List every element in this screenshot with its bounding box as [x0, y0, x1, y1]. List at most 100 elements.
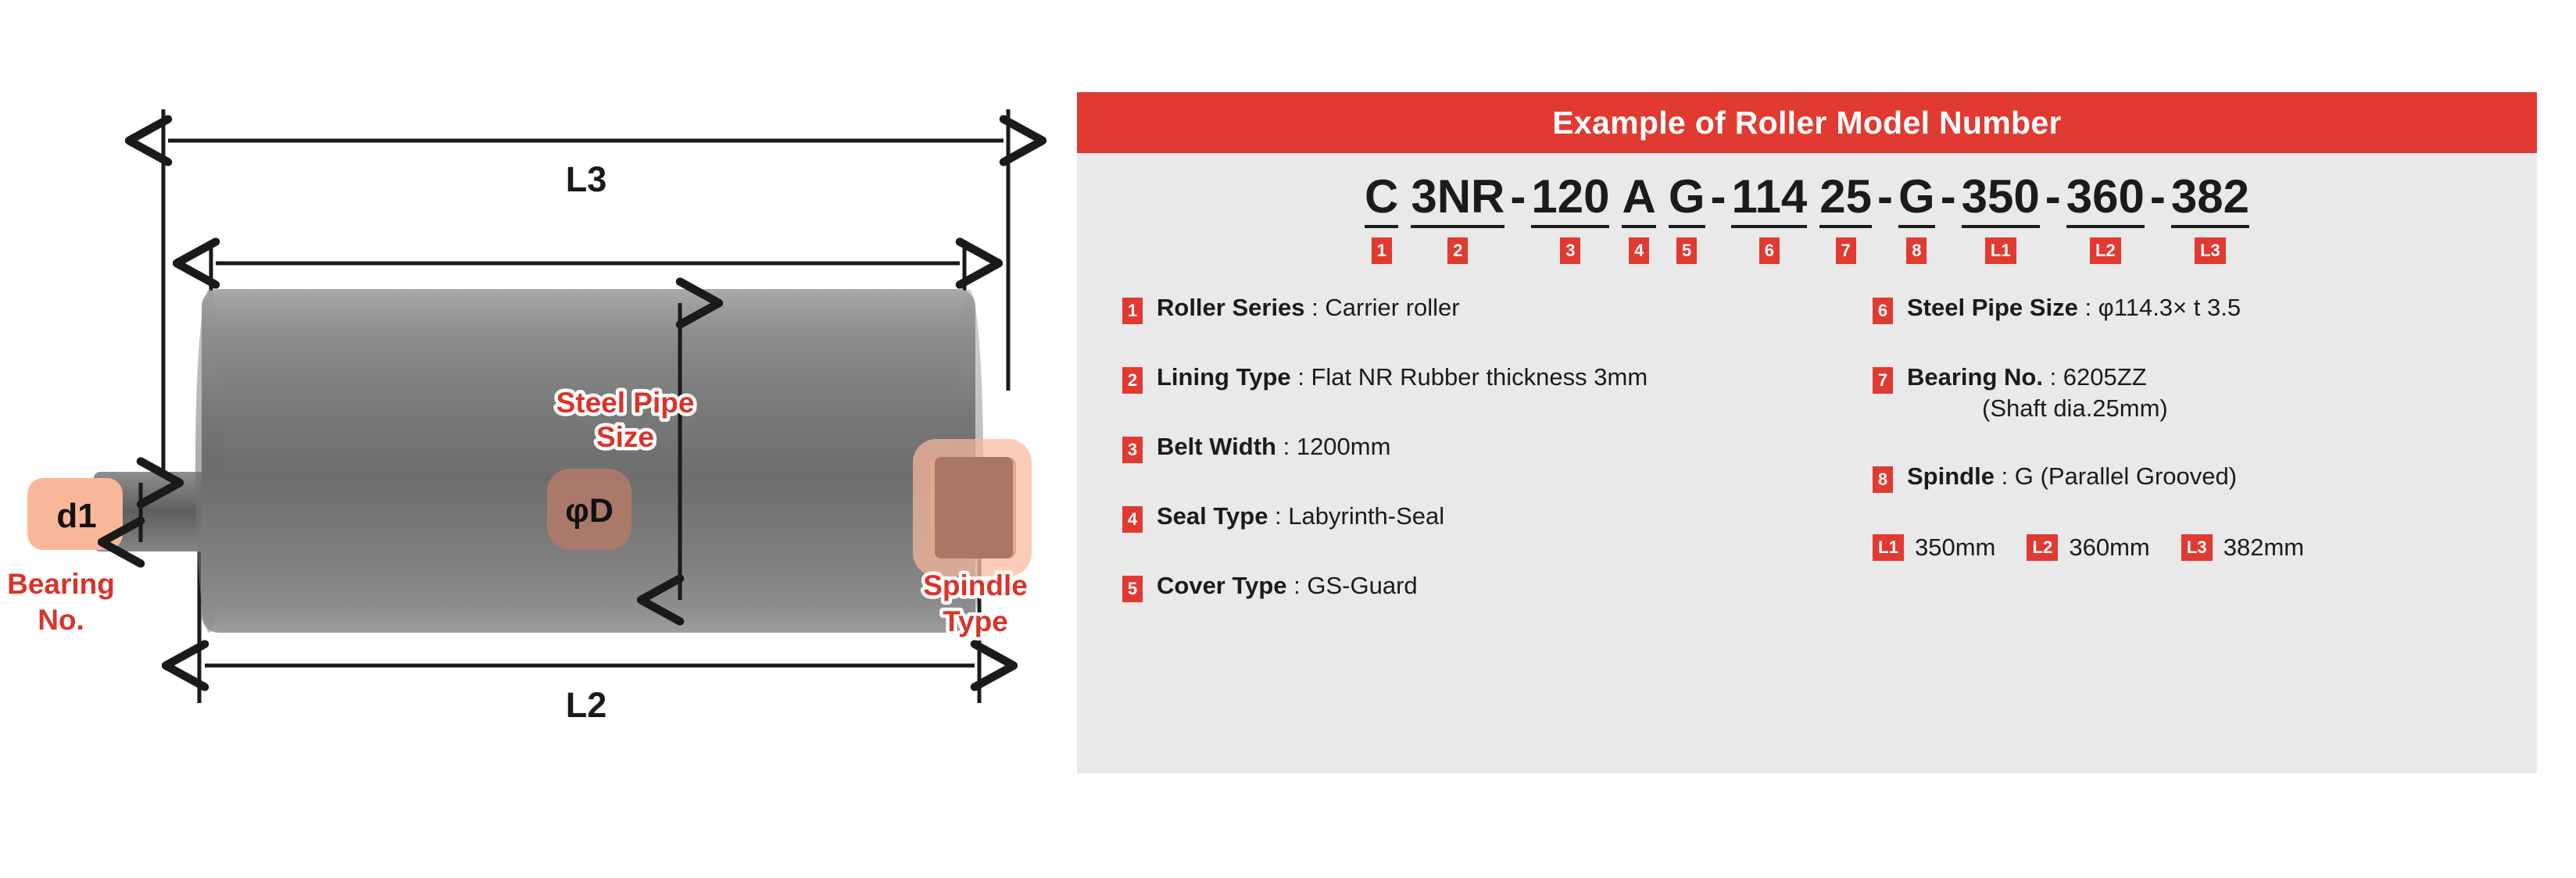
model-segment: 120 3: [1531, 170, 1610, 264]
model-separator: -: [1510, 170, 1526, 223]
callout-steel-pipe-size: Steel Pipe Size: [553, 384, 698, 457]
model-segment-text: 350: [1961, 170, 2040, 223]
panel-title: Example of Roller Model Number: [1552, 104, 2062, 141]
callout-spindle-type: Spindle Type: [920, 566, 1032, 641]
spindle-type-line2: Type: [943, 605, 1008, 637]
length-value: 350mm: [1915, 534, 1996, 562]
model-segment-underline: [2170, 225, 2249, 228]
length-value: 382mm: [2223, 534, 2305, 562]
model-segment-badge: 6: [1758, 237, 1780, 264]
model-segment: 3NR 2: [1411, 170, 1505, 264]
legend-entry: 1 Roller Series : Carrier roller: [1122, 292, 1873, 324]
model-segment-underline: [1668, 225, 1705, 228]
dimension-L2: L2: [205, 666, 975, 725]
model-separator: -: [2045, 170, 2061, 223]
model-segment-underline: [1411, 225, 1505, 228]
legend-line: Steel Pipe Size : φ114.3× t 3.5: [1907, 292, 2241, 323]
legend-value: : G (Parallel Grooved): [1994, 462, 2238, 491]
legend-value: : φ114.3× t 3.5: [2077, 294, 2241, 321]
legend-badge: 3: [1122, 437, 1143, 463]
steel-pipe-size-line1: Steel Pipe: [556, 387, 695, 419]
model-segment-text: 3NR: [1411, 170, 1505, 223]
model-segment-underline: [2066, 225, 2145, 228]
length-badge: L2: [2027, 534, 2059, 562]
model-segment-badge: 7: [1835, 237, 1856, 264]
legend-text: Seal Type : Labyrinth-Seal: [1157, 501, 1444, 532]
spindle-stub-front: [935, 457, 1013, 559]
bearing-no-line1: Bearing: [7, 568, 115, 600]
model-segment-badge: 1: [1371, 237, 1392, 264]
model-segment-text: C: [1365, 170, 1399, 223]
dimension-L3: L3: [168, 141, 1004, 199]
legend-line: Spindle : G (Parallel Grooved): [1907, 461, 2237, 492]
model-segment-text: 120: [1531, 170, 1610, 223]
dimension-label-d1: d1: [56, 497, 96, 535]
model-segment-underline: [1622, 225, 1656, 228]
model-segment-text: 382: [2170, 170, 2249, 223]
roller-left-cap: [195, 289, 224, 633]
legend-line: Seal Type : Labyrinth-Seal: [1157, 501, 1444, 532]
bearing-no-line2: No.: [38, 604, 84, 636]
legend-line: Belt Width : 1200mm: [1157, 431, 1390, 462]
legend-entry: 6 Steel Pipe Size : φ114.3× t 3.5: [1873, 292, 2513, 324]
roller-body: [202, 289, 975, 633]
legend-key: Lining Type: [1157, 363, 1291, 391]
model-segment-text: 360: [2066, 170, 2145, 223]
spindle-type-line1: Spindle: [923, 569, 1028, 601]
model-segment-badge: 5: [1676, 237, 1698, 264]
model-segment-text: 114: [1731, 170, 1808, 223]
diameter-label: φD: [565, 492, 614, 530]
model-segment-underline: [1961, 225, 2040, 228]
diameter-highlight: [547, 469, 631, 550]
legend-line: Roller Series : Carrier roller: [1157, 292, 1460, 323]
legend-key: Roller Series: [1157, 294, 1305, 321]
legend-value: : Flat NR Rubber thickness 3mm: [1290, 363, 1648, 391]
legend-text: Spindle : G (Parallel Grooved): [1907, 461, 2237, 492]
dimension-d1: d1: [56, 483, 141, 542]
legend-badge: 6: [1873, 298, 1893, 324]
legend-entry: 3 Belt Width : 1200mm: [1122, 431, 1873, 463]
legend-key: Belt Width: [1157, 433, 1276, 460]
roller-diagram: L3 L1 d: [0, 0, 1063, 878]
model-segment-badge: L3: [2194, 237, 2226, 264]
model-separator: -: [1940, 170, 1956, 223]
legend-badge: 7: [1873, 367, 1893, 394]
legend-line: Lining Type : Flat NR Rubber thickness 3…: [1157, 362, 1648, 393]
roller-assembly: [94, 289, 1016, 633]
model-segment-text: 25: [1819, 170, 1873, 223]
legend-key: Spindle: [1907, 462, 1995, 491]
legend-text: Steel Pipe Size : φ114.3× t 3.5: [1907, 292, 2241, 323]
legend-key: Seal Type: [1157, 502, 1268, 530]
model-segment-underline: [1898, 225, 1935, 228]
legend-subline: (Shaft dia.25mm): [1982, 394, 2168, 422]
model-segment-underline: [1731, 225, 1808, 228]
model-separator: -: [2149, 170, 2166, 223]
dimension-label-L2: L2: [566, 685, 607, 725]
model-segment-underline: [1531, 225, 1610, 228]
model-segment-underline: [1365, 225, 1399, 228]
model-segment-badge: 3: [1560, 237, 1581, 264]
model-segment-badge: 2: [1447, 237, 1469, 264]
model-segment-text: G: [1668, 170, 1705, 223]
legend-badge: 1: [1122, 298, 1143, 324]
model-separator: -: [1710, 170, 1726, 223]
legend-value: : Labyrinth-Seal: [1268, 502, 1445, 530]
